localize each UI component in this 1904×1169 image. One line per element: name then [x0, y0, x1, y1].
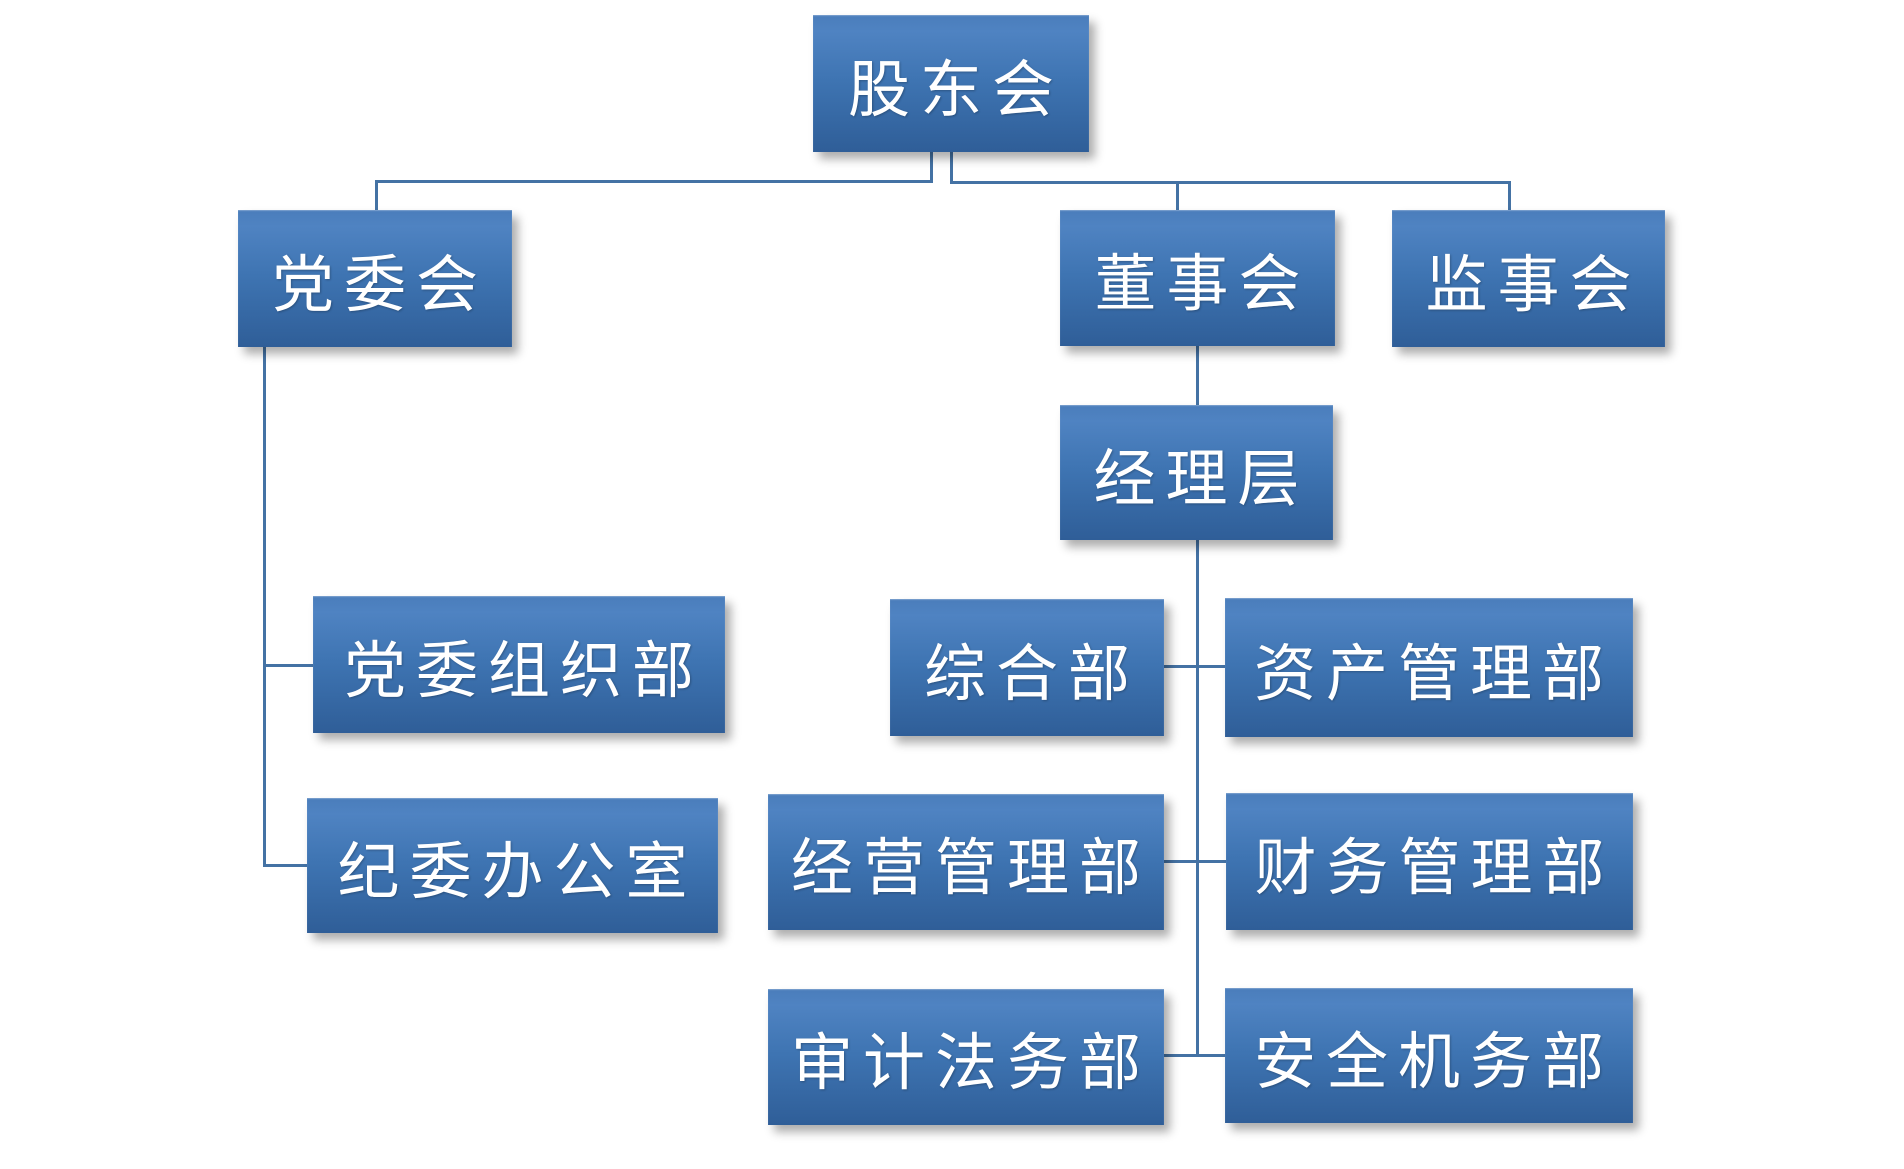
connector-rail-shareholders-party [375, 180, 933, 183]
org-node-discipline-inspection-office: 纪委办公室 [307, 798, 718, 933]
connector-branch-operations-finance [1164, 860, 1226, 863]
org-node-financial-management-dept: 财务管理部 [1226, 793, 1633, 930]
org-node-shareholders-meeting: 股东会 [813, 15, 1089, 152]
connector-branch-general-asset [1164, 665, 1225, 668]
org-node-general-dept: 综合部 [890, 599, 1164, 736]
connector-shareholders-right-stub [950, 152, 953, 184]
connector-rail-board-supervisory [950, 181, 1511, 184]
org-node-asset-management-dept: 资产管理部 [1225, 598, 1633, 737]
connector-branch-discipline-office [263, 864, 307, 867]
org-node-safety-maintenance-dept: 安全机务部 [1225, 988, 1633, 1123]
connector-drop-board-of-directors [1176, 181, 1179, 210]
org-node-board-of-directors: 董事会 [1060, 210, 1335, 346]
connector-party-committee-trunk [263, 347, 266, 867]
connector-management-trunk [1196, 540, 1199, 1057]
org-node-operations-management-dept: 经营管理部 [768, 794, 1164, 930]
connector-shareholders-left-stub [930, 152, 933, 183]
connector-drop-party-committee [375, 180, 378, 210]
connector-board-to-management [1196, 346, 1199, 405]
org-node-party-committee: 党委会 [238, 210, 512, 347]
connector-branch-audit-safety [1164, 1054, 1225, 1057]
org-node-audit-legal-dept: 审计法务部 [768, 989, 1164, 1125]
org-node-party-organization-dept: 党委组织部 [313, 596, 725, 733]
connector-drop-supervisory-board [1508, 181, 1511, 210]
connector-branch-party-organization [263, 664, 313, 667]
org-node-management-level: 经理层 [1060, 405, 1333, 540]
org-node-supervisory-board: 监事会 [1392, 210, 1665, 347]
